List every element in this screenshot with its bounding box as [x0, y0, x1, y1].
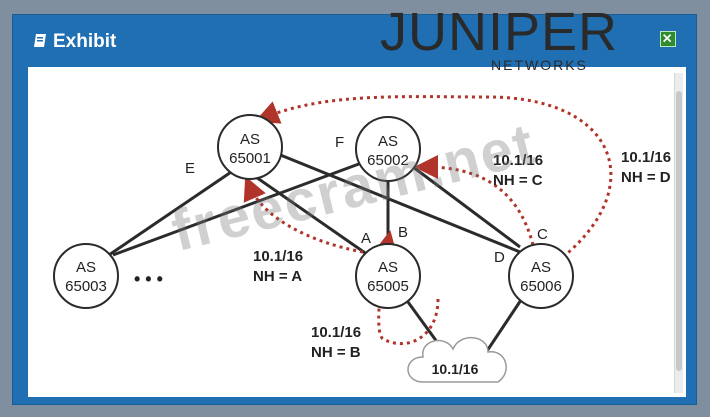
node-as65003-line2: 65003 [65, 278, 107, 295]
annotation-b-nh: NH = B [311, 344, 361, 361]
node-as65002-line2: 65002 [367, 152, 409, 169]
node-as65006-line1: AS [531, 259, 551, 276]
node-as65002-line1: AS [378, 133, 398, 150]
link-label-d: D [494, 249, 505, 266]
link-label-c: C [537, 226, 548, 243]
exhibit-icon [34, 34, 46, 47]
cloud-10-1-16: 10.1/16 [407, 337, 507, 383]
link-label-b: B [398, 224, 408, 241]
cloud-label: 10.1/16 [432, 361, 479, 377]
node-as65003: AS 65003 [53, 243, 119, 309]
title-bar: Exhibit [13, 15, 696, 65]
annotation-a-prefix: 10.1/16 [253, 248, 303, 265]
annotation-b-prefix: 10.1/16 [311, 324, 361, 341]
link-65006-cloud [481, 296, 525, 358]
node-as65005-line1: AS [378, 259, 398, 276]
link-65001-65006 [272, 150, 521, 254]
node-as65005: AS 65005 [355, 243, 421, 309]
advertisement-to-65001 [254, 95, 613, 259]
node-as65001: AS 65001 [217, 114, 283, 180]
annotation-a-nh: NH = A [253, 268, 302, 285]
vertical-scrollbar[interactable] [674, 73, 683, 393]
node-as65001-line1: AS [240, 131, 260, 148]
network-diagram: AS 65001 AS 65002 AS 65003 AS 65005 AS [53, 95, 671, 383]
link-label-f: F [335, 134, 344, 151]
window-title: Exhibit [53, 31, 117, 52]
node-as65003-line1: AS [76, 259, 96, 276]
route-advertisements [243, 95, 613, 345]
advertisement-nh-c [414, 155, 535, 246]
node-as65006: AS 65006 [508, 243, 574, 309]
annotation-d-nh: NH = D [621, 169, 671, 186]
annotation-c-prefix: 10.1/16 [493, 152, 543, 169]
close-button[interactable] [660, 31, 676, 47]
link-65001-65005 [252, 173, 372, 259]
more-nodes-ellipsis: • • • [134, 269, 163, 289]
node-as65006-line2: 65006 [520, 278, 562, 295]
node-as65005-line2: 65005 [367, 278, 409, 295]
exhibit-window: Exhibit [12, 14, 697, 405]
annotation-c-nh: NH = C [493, 172, 543, 189]
close-icon [663, 34, 672, 43]
links [102, 150, 525, 358]
link-label-a: A [361, 230, 371, 247]
advertisement-nh-b [373, 230, 440, 345]
link-label-e: E [185, 160, 195, 177]
scrollbar-thumb[interactable] [676, 91, 682, 371]
node-as65002: AS 65002 [355, 116, 421, 182]
annotation-d-prefix: 10.1/16 [621, 149, 671, 166]
link-65001-65003 [102, 164, 241, 261]
link-65002-65006 [412, 165, 521, 249]
exhibit-content: AS 65001 AS 65002 AS 65003 AS 65005 AS [28, 67, 686, 397]
node-as65001-line2: 65001 [229, 150, 271, 167]
